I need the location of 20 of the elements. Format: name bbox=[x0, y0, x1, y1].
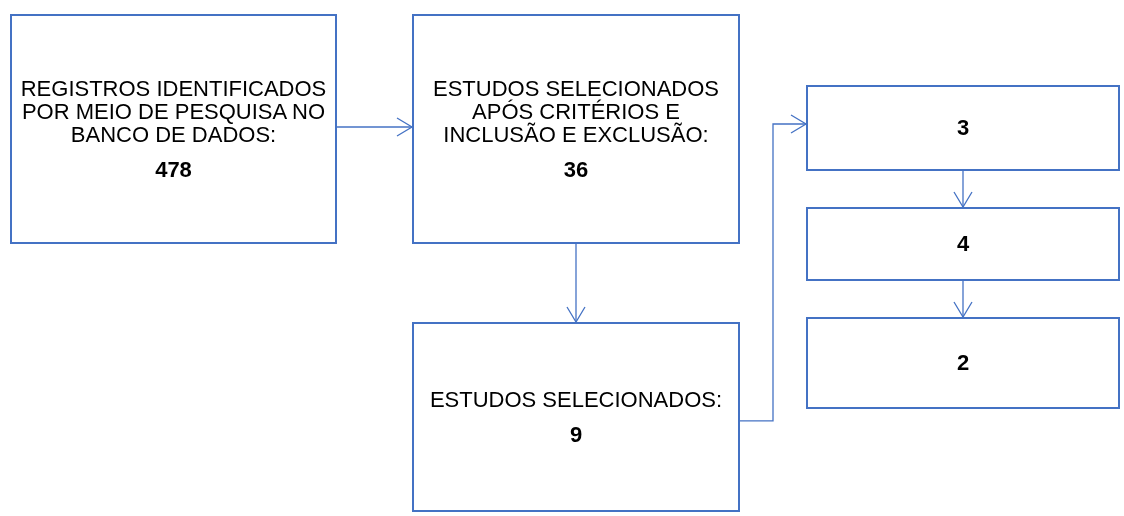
box-heading: ESTUDOS SELECIONADOS: bbox=[429, 387, 723, 411]
arrow bbox=[953, 280, 973, 318]
count-value: 9 bbox=[569, 423, 583, 447]
count-value: 478 bbox=[155, 158, 192, 182]
box-heading: REGISTROS IDENTIFICADOS POR MEIO DE PESQUISA NO BANCO DE DADOS: bbox=[20, 76, 327, 147]
count-value: 4 bbox=[956, 232, 970, 256]
process-box bbox=[10, 14, 337, 244]
process-box bbox=[806, 207, 1120, 281]
process-box bbox=[412, 14, 740, 244]
arrow bbox=[566, 243, 586, 323]
count-value: 2 bbox=[956, 351, 970, 375]
count-value: 36 bbox=[563, 158, 589, 182]
process-box bbox=[806, 317, 1120, 409]
process-box bbox=[412, 322, 740, 512]
process-box bbox=[806, 85, 1120, 171]
arrow bbox=[953, 170, 973, 208]
count-value: 3 bbox=[956, 116, 970, 140]
box-heading: ESTUDOS SELECIONADOS APÓS CRITÉRIOS E INCLUSÃO E EXCLUSÃO: bbox=[431, 76, 721, 147]
arrow bbox=[739, 114, 807, 422]
arrow bbox=[336, 117, 413, 137]
